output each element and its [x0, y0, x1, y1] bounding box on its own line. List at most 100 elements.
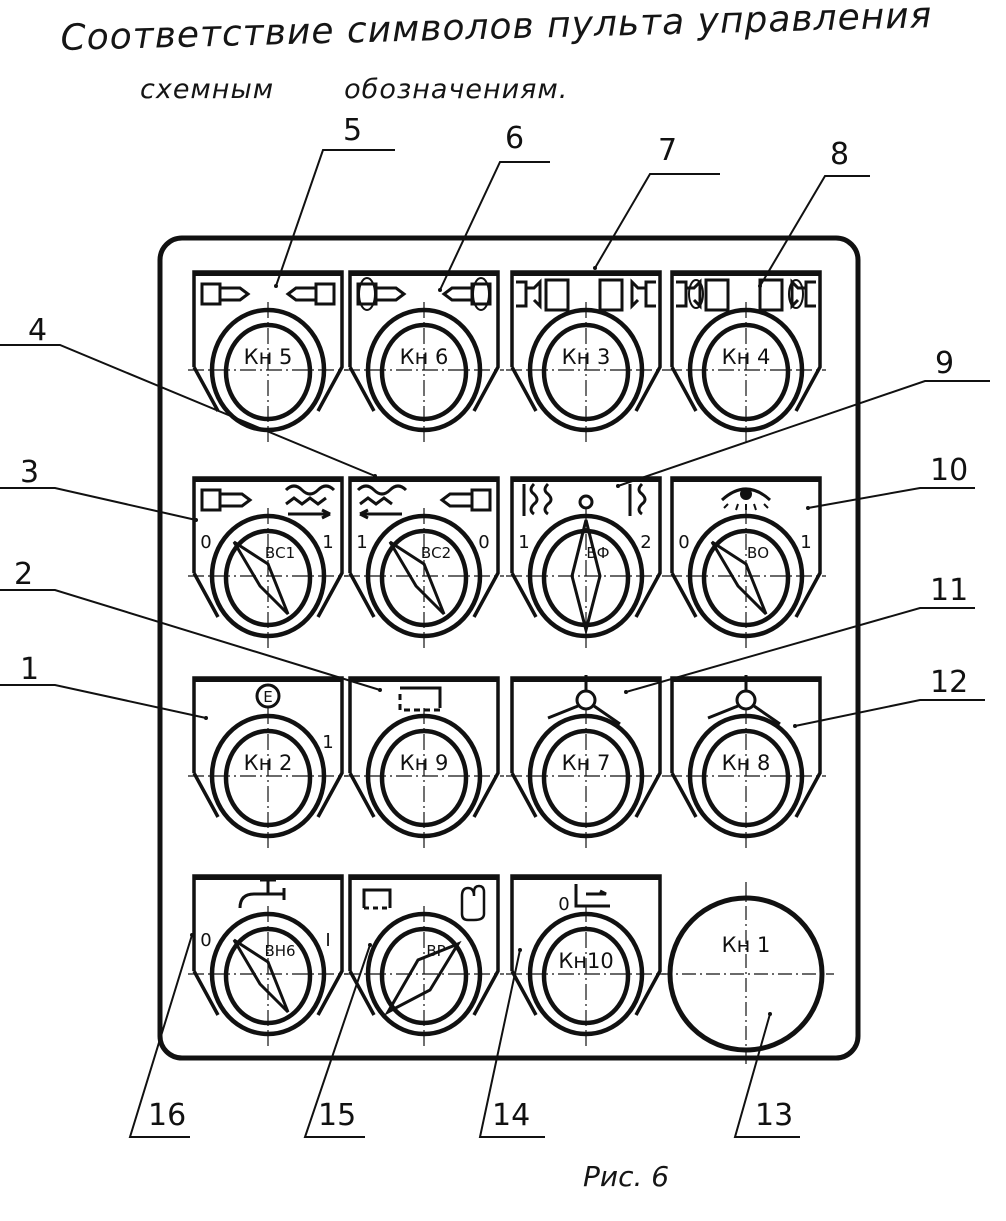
control-big-button-4-row-4[interactable]: Кн 1 [658, 882, 834, 1064]
plate-top-edge [350, 678, 498, 682]
callout-number: 14 [492, 1098, 530, 1133]
control-button-4-row-1[interactable]: Кн 4 [666, 270, 826, 442]
wave-left-icon [543, 482, 553, 516]
control-button-2-row-1[interactable]: Кн 6 [344, 270, 504, 442]
e-circle-icon [255, 683, 281, 709]
switch-pointer-icon [384, 940, 462, 1016]
leader-dot [190, 933, 194, 937]
callout-15: 15 [303, 943, 372, 1138]
rotate-left-icon [358, 277, 376, 311]
clamp-icon [470, 488, 492, 512]
control-button-1-row-1[interactable]: Кн 5 [188, 270, 348, 442]
control-button-1-row-3[interactable]: Кн 21Е [188, 676, 348, 848]
callout-14: 14 [478, 948, 545, 1138]
control-label: ВР [426, 942, 445, 960]
control-button-3-row-4[interactable]: Кн1000 [506, 874, 666, 1046]
control-button-2-row-3[interactable]: Кн 9 [344, 676, 504, 848]
control-label: Кн 3 [562, 345, 611, 369]
leader-line [128, 934, 193, 1138]
cutter-right-icon [598, 278, 624, 312]
leader-dot [624, 690, 628, 694]
return-arrow-icon [574, 884, 610, 908]
triple-arrows-in-icon [547, 675, 621, 726]
figure-caption: Рис. 6 [583, 1160, 670, 1193]
control-button-3-row-1[interactable]: Кн 3 [506, 270, 666, 442]
drill-right-icon [285, 286, 316, 302]
cycle-dashed-icon [398, 690, 440, 712]
plate-top-edge [512, 272, 660, 276]
drill-icon [220, 492, 253, 508]
cycle-hand-icon [362, 884, 486, 922]
plate-top-edge [512, 478, 660, 482]
rotate-right-icon [788, 279, 804, 309]
control-button-3-row-3[interactable]: Кн 7 [506, 675, 666, 848]
callout-number: 2 [14, 557, 33, 592]
control-switch-2-row-4[interactable]: ВР [344, 874, 504, 1046]
callout-number: 4 [28, 313, 47, 348]
callout-number: 6 [505, 121, 524, 156]
zigzag-icon [285, 496, 327, 506]
cutter-right-icon [758, 278, 784, 312]
control-label: Кн 5 [244, 345, 293, 369]
clamp-icon [200, 488, 222, 512]
clamp-rotate-both-icon [356, 277, 492, 311]
triple-arrows-out-icon [707, 675, 781, 726]
drill-left-icon [376, 286, 407, 302]
leader-line [807, 487, 975, 509]
leader-dot [368, 943, 372, 947]
position-left-label: 0 [200, 532, 211, 553]
position-right-label: 0 [478, 532, 489, 553]
leader-line [794, 699, 985, 727]
control-label: Кн 9 [400, 751, 449, 775]
leader-dot [373, 474, 377, 478]
eye-lamp-icon [720, 476, 772, 511]
leader-line [439, 161, 550, 291]
leader-dot [378, 688, 382, 692]
leader-dot [518, 948, 522, 952]
control-label: ВС1 [265, 544, 295, 562]
leader-line [617, 380, 990, 487]
position-right-label: 1 [800, 532, 811, 553]
callout-12: 12 [793, 665, 985, 728]
control-button-4-row-3[interactable]: Кн 8 [666, 675, 826, 848]
arrows-icon [547, 675, 621, 726]
control-label: Кн 7 [562, 751, 611, 775]
leader-line [0, 589, 381, 691]
wave-down-right-icon [628, 482, 647, 516]
plate-top-edge [194, 678, 342, 682]
clamp-right-icon [314, 282, 336, 306]
callout-11: 11 [624, 573, 975, 694]
leader-dot [768, 1012, 772, 1016]
callout-number: 1 [20, 652, 39, 687]
clamp-release-both-icon [200, 282, 336, 306]
hand-icon [460, 884, 486, 922]
neutral-circle-icon [578, 494, 594, 510]
button-label: Кн 1 [722, 933, 771, 957]
control-label: Кн 8 [722, 751, 771, 775]
center-circle-icon [735, 689, 757, 711]
emergency-e-icon: Е [255, 683, 281, 709]
position-left-label: 1 [356, 532, 367, 553]
callout-number: 12 [930, 665, 968, 700]
arrows-icon [707, 675, 781, 726]
cutter-spindle-icon [516, 278, 656, 312]
callout-4: 4 [0, 313, 377, 478]
control-label: ВО [747, 544, 769, 562]
leader-line [594, 173, 720, 269]
callout-number: 9 [935, 346, 954, 381]
leader-dot [194, 518, 198, 522]
control-label: ВФ [586, 544, 609, 562]
switch-pointer-icon [232, 540, 290, 616]
cycle-rectangle-icon [398, 686, 442, 712]
wave-icon [356, 484, 408, 496]
callout-10: 10 [806, 453, 975, 510]
callout-7: 7 [593, 133, 720, 270]
leader-line [303, 944, 371, 1138]
